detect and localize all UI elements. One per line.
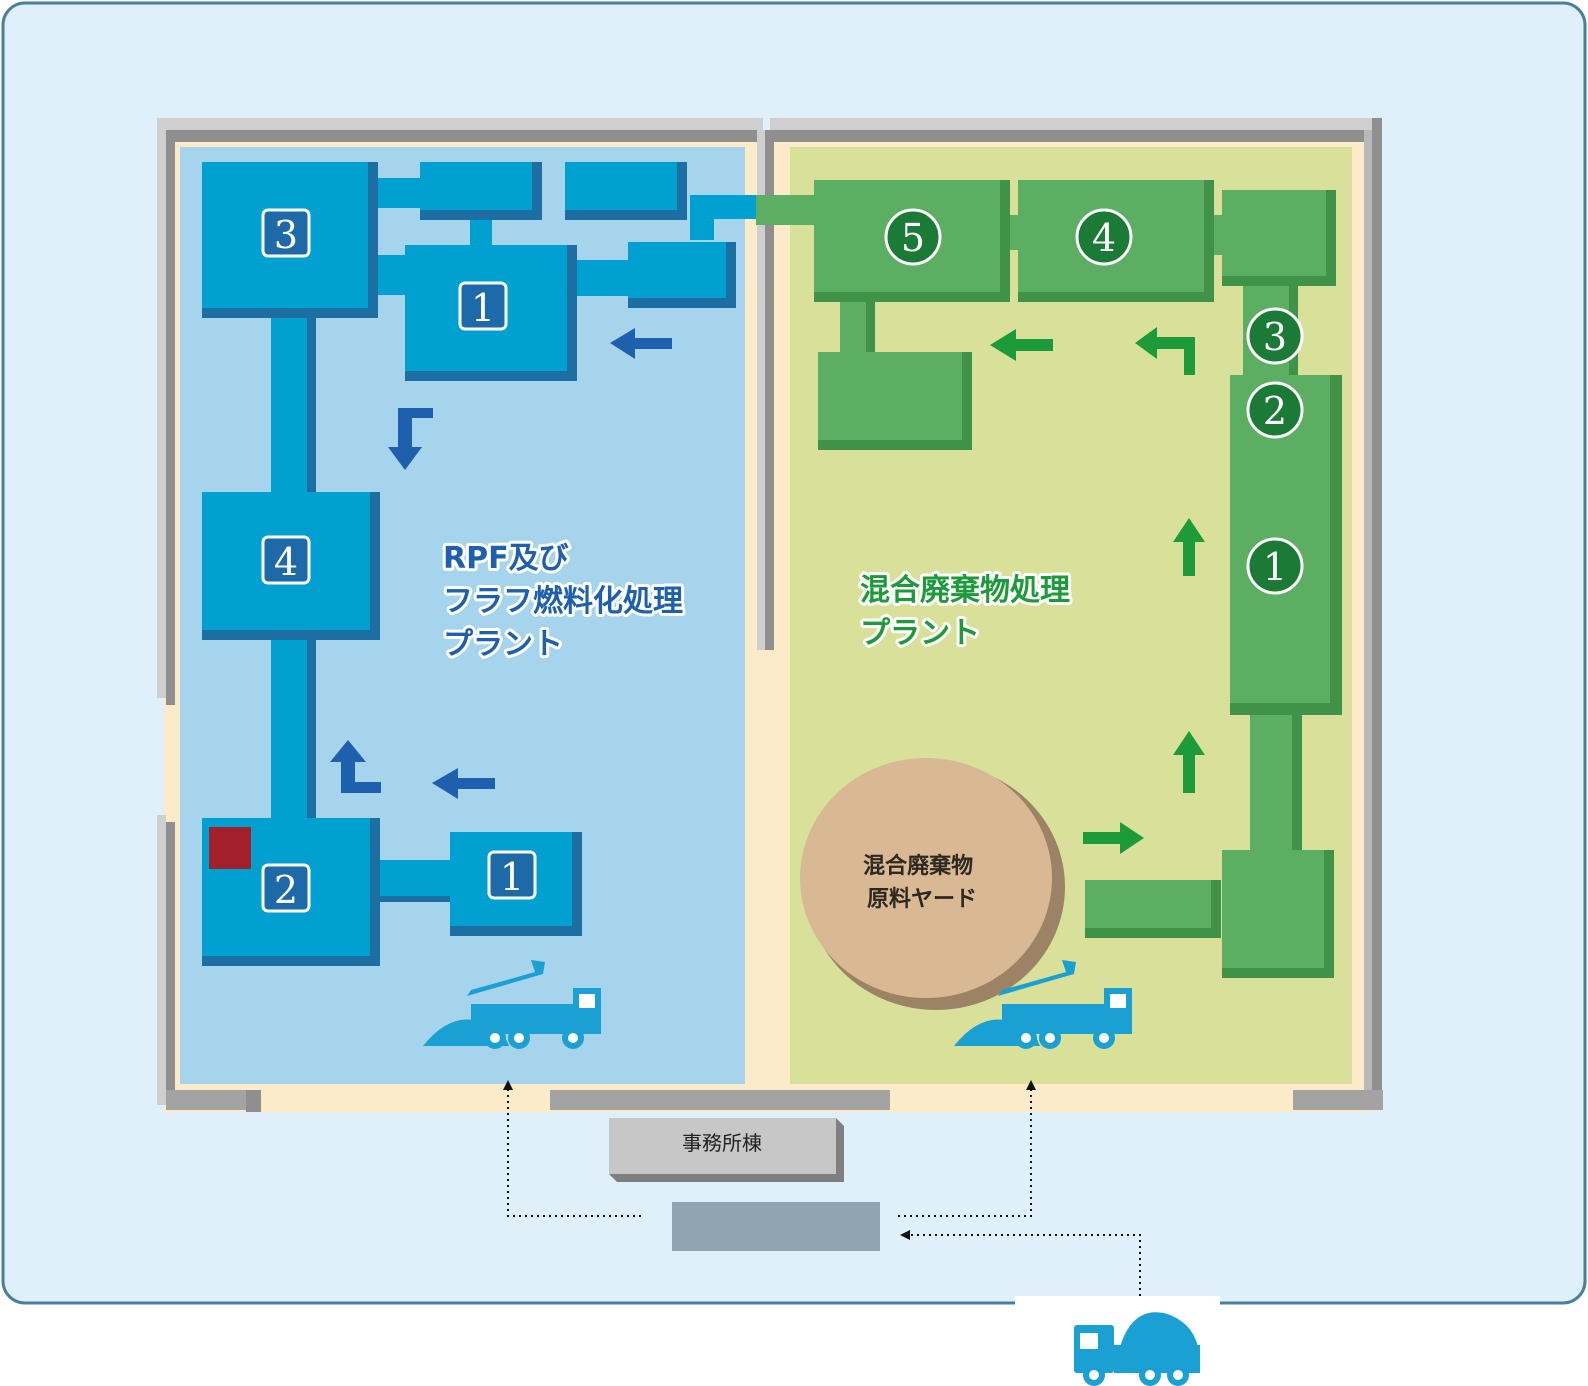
rpf-unit-2-badge: 2 (261, 863, 311, 913)
svg-text:4: 4 (1092, 216, 1116, 260)
rpf-unit-1-top-badge: 1 (458, 281, 508, 331)
left-arrow-icon (610, 328, 672, 359)
mixed-unit-1-badge: 1 (1246, 537, 1304, 595)
rpf-plant-title: RPF及び フラフ燃料化処理 プラント (443, 541, 693, 662)
svg-text:1: 1 (471, 286, 495, 330)
left-arrow-icon (432, 768, 495, 799)
mixed-unit-4-badge: 4 (1075, 208, 1133, 266)
rpf-equipment (202, 162, 760, 966)
bend-down-arrow-icon (388, 408, 433, 470)
building-walls (157, 118, 1383, 1112)
arriving-truck-icon (1074, 1312, 1200, 1386)
svg-text:混合廃棄物 原料ヤード: 混合廃棄物 原料ヤード (863, 853, 981, 912)
up-arrow-icon (1173, 731, 1205, 793)
mixed-plant-title: 混合廃棄物処理 プラント (860, 573, 1080, 651)
mixed-unit-2-badge: 2 (1246, 381, 1304, 439)
up-arrow-icon (1173, 518, 1205, 576)
dump-truck-icon (423, 960, 601, 1049)
left-arrow-icon (990, 329, 1053, 361)
storage-marker (209, 827, 251, 869)
right-arrow-icon (1083, 822, 1144, 854)
office-building: 事務所棟 (609, 1118, 844, 1182)
svg-text:2: 2 (274, 868, 298, 912)
mixed-equipment (756, 180, 1342, 978)
rpf-unit-3-badge: 3 (261, 208, 311, 258)
rpf-unit-4-badge: 4 (261, 535, 311, 585)
bend-up-arrow-icon (330, 740, 381, 793)
svg-text:5: 5 (901, 216, 925, 260)
site-entrance-gap (1015, 1296, 1220, 1308)
svg-text:2: 2 (1263, 389, 1287, 433)
raw-material-yard: 混合廃棄物 原料ヤード (800, 758, 1065, 1010)
truck-scale (672, 1202, 880, 1251)
mixed-unit-3-badge: 3 (1246, 307, 1304, 365)
bend-left-arrow-icon (1135, 327, 1195, 375)
vehicle-routes (503, 1080, 1141, 1296)
svg-text:4: 4 (274, 540, 298, 584)
svg-text:1: 1 (1263, 545, 1287, 589)
svg-text:3: 3 (274, 213, 298, 257)
dump-truck-icon (954, 960, 1132, 1049)
mixed-unit-5-badge: 5 (884, 208, 942, 266)
rpf-unit-1-bottom-badge: 1 (487, 850, 537, 900)
svg-text:1: 1 (500, 855, 524, 899)
svg-text:事務所棟: 事務所棟 (682, 1131, 762, 1155)
mixed-flow-arrows (990, 327, 1205, 854)
rpf-flow-arrows (330, 328, 672, 799)
svg-text:3: 3 (1263, 315, 1287, 359)
